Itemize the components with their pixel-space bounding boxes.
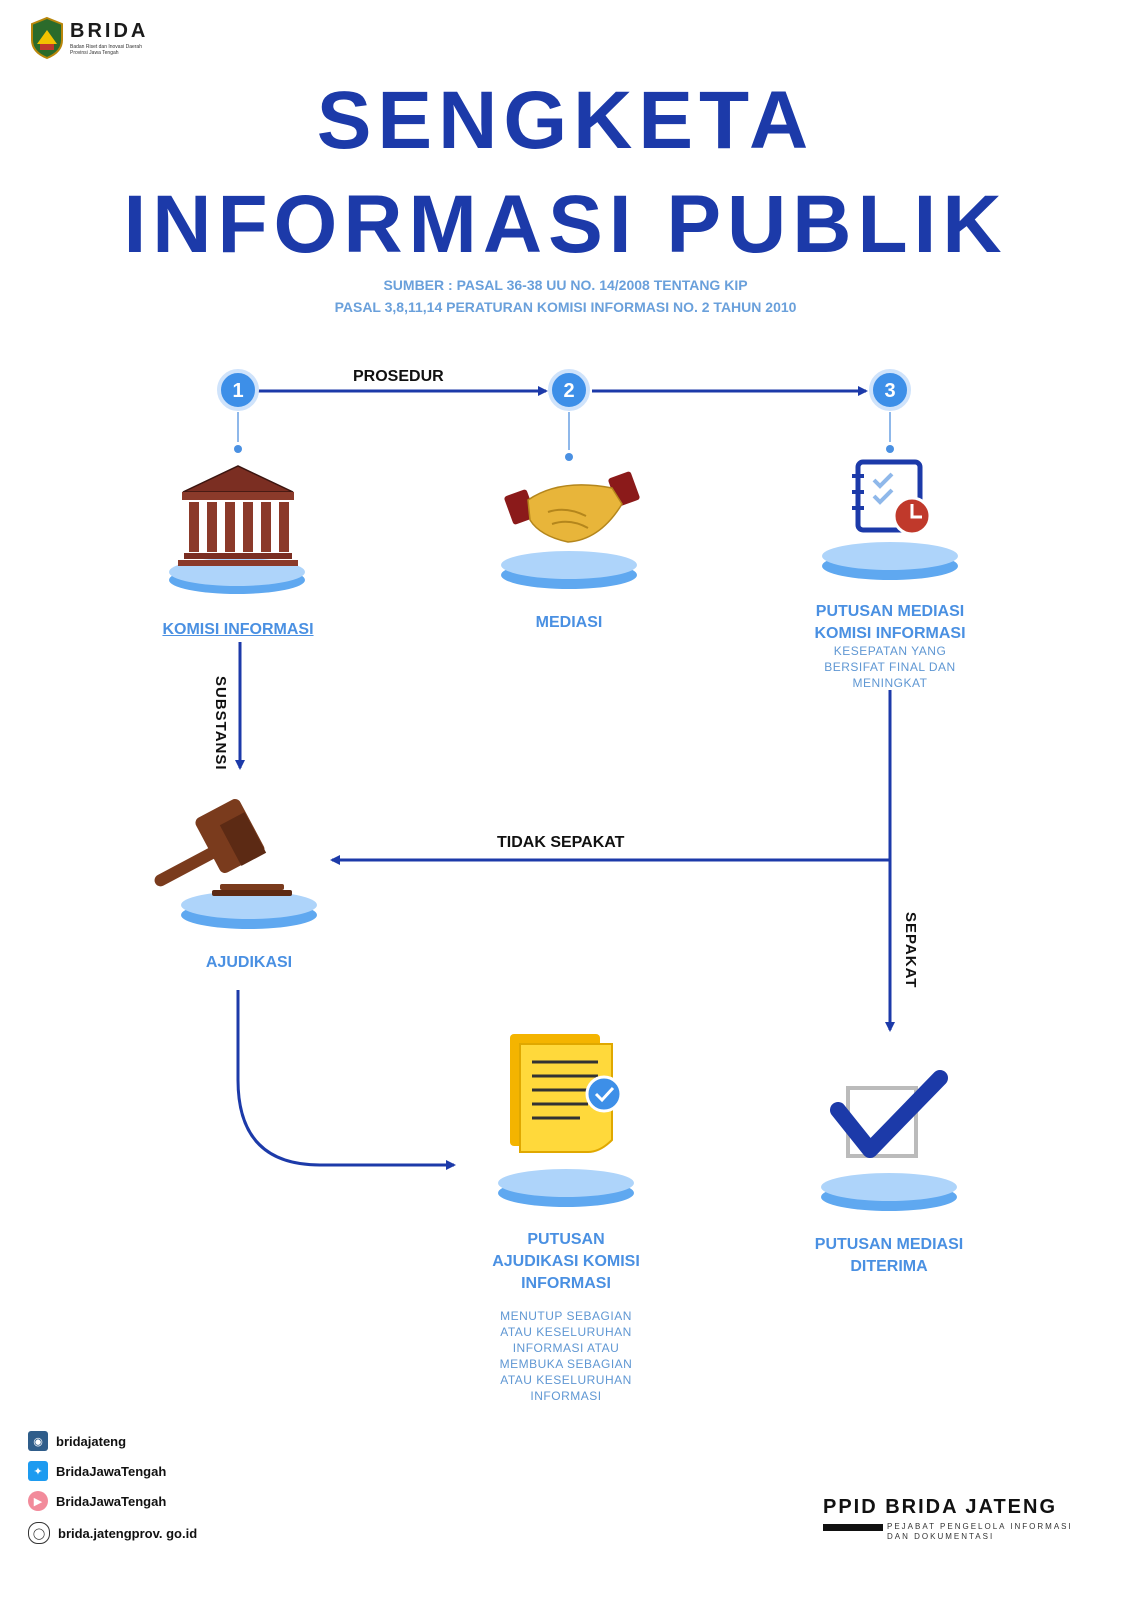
label-line: PUTUSAN xyxy=(527,1231,605,1248)
social-handle: BridaJawaTengah xyxy=(56,1493,167,1509)
node-label-putusan-ajudikasi: PUTUSAN AJUDIKASI KOMISI INFORMASI xyxy=(466,1229,666,1295)
desc-line: BERSIFAT FINAL DAN xyxy=(824,660,956,674)
desc-line: ATAU KESELURUHAN xyxy=(500,1373,632,1387)
handshake-icon xyxy=(504,471,640,543)
social-instagram[interactable]: ◉ bridajateng xyxy=(28,1430,126,1452)
social-website[interactable]: ◯ brida.jatengprov. go.id xyxy=(28,1522,197,1544)
social-youtube[interactable]: ▶ BridaJawaTengah xyxy=(28,1490,166,1512)
brida-logo: BRIDA Badan Riset dan Inovasi Daerah Pro… xyxy=(28,16,158,64)
podium-putusan-ajudikasi xyxy=(498,1169,634,1207)
step-circle-2 xyxy=(548,369,590,461)
node-label-putusan-mediasi-line2: KOMISI INFORMASI xyxy=(814,625,966,642)
edge-label-substansi: SUBSTANSI xyxy=(212,676,229,771)
step-circle-3 xyxy=(869,369,911,453)
desc-line: MENUTUP SEBAGIAN xyxy=(500,1309,632,1323)
ppid-bar xyxy=(823,1524,883,1531)
youtube-icon: ▶ xyxy=(28,1491,48,1511)
desc-line: INFORMASI xyxy=(530,1389,602,1403)
edge-label-sepakat: SEPAKAT xyxy=(902,912,919,989)
step-number-2: 2 xyxy=(563,380,575,402)
edge-label-prosedur: PROSEDUR xyxy=(353,368,444,385)
desc-line: MEMBUKA SEBAGIAN xyxy=(499,1357,633,1371)
node-label-putusan-diterima: PUTUSAN MEDIASI DITERIMA xyxy=(789,1234,989,1278)
twitter-icon: ✦ xyxy=(28,1461,48,1481)
node-label-putusan-mediasi-line1: PUTUSAN MEDIASI xyxy=(815,603,965,620)
source-line2: PASAL 3,8,11,14 PERATURAN KOMISI INFORMA… xyxy=(334,299,797,315)
logo-text: BRIDA xyxy=(70,20,149,42)
courthouse-icon xyxy=(178,465,298,566)
ppid-subtitle: PEJABAT PENGELOLA INFORMASI DAN DOKUMENT… xyxy=(887,1522,1073,1542)
social-handle: BridaJawaTengah xyxy=(56,1463,167,1479)
logo-subtitle: Badan Riset dan Inovasi Daerah Provinsi … xyxy=(70,44,142,56)
label-line: INFORMASI xyxy=(521,1275,611,1292)
podium-putusan-diterima xyxy=(821,1173,957,1211)
instagram-icon: ◉ xyxy=(28,1431,48,1451)
ppid-brand: PPID BRIDA JATENG PEJABAT PENGELOLA INFO… xyxy=(823,1496,1093,1546)
desc-line: ATAU KESELURUHAN xyxy=(500,1325,632,1339)
putusan-mediasi-description: KESEPATAN YANG BERSIFAT FINAL DAN MENING… xyxy=(800,643,980,691)
step-circle-1 xyxy=(217,369,259,453)
node-label-komisi-informasi: KOMISI INFORMASI xyxy=(162,621,314,638)
label-line: PUTUSAN MEDIASI xyxy=(814,1236,964,1253)
step-number-3: 3 xyxy=(884,380,896,402)
putusan-ajudikasi-description: MENUTUP SEBAGIAN ATAU KESELURUHAN INFORM… xyxy=(476,1308,656,1404)
gavel-icon xyxy=(154,799,292,896)
node-label-putusan-mediasi: PUTUSAN MEDIASI KOMISI INFORMASI xyxy=(790,601,990,645)
checklist-clock-icon xyxy=(852,459,932,536)
podium-mediasi xyxy=(501,551,637,589)
social-handle: bridajateng xyxy=(56,1433,127,1449)
label-line: DITERIMA xyxy=(850,1258,928,1275)
checkmark-icon xyxy=(830,1070,948,1158)
page-title-line1: SENGKETA xyxy=(316,75,815,166)
page-title-line2: INFORMASI PUBLIK xyxy=(123,179,1008,270)
step-number-1: 1 xyxy=(232,380,244,402)
social-twitter[interactable]: ✦ BridaJawaTengah xyxy=(28,1460,166,1482)
document-check-icon xyxy=(510,1034,623,1153)
desc-line: MENINGKAT xyxy=(852,676,928,690)
ppid-subtitle-line1: PEJABAT PENGELOLA INFORMASI xyxy=(887,1522,1073,1531)
source-line1: SUMBER : PASAL 36-38 UU NO. 14/2008 TENT… xyxy=(383,277,748,293)
edge-label-tidak-sepakat: TIDAK SEPAKAT xyxy=(497,834,625,851)
node-label-ajudikasi: AJUDIKASI xyxy=(205,954,293,971)
label-line: AJUDIKASI KOMISI xyxy=(492,1253,640,1270)
social-handle: brida.jatengprov. go.id xyxy=(58,1525,198,1541)
desc-line: KESEPATAN YANG xyxy=(833,644,947,658)
podium-putusan-mediasi xyxy=(822,542,958,580)
ppid-title: PPID BRIDA JATENG xyxy=(823,1496,1058,1518)
arrow-ajudikasi-to-putusan xyxy=(236,990,456,1170)
jateng-emblem-icon xyxy=(31,16,63,60)
node-label-mediasi: MEDIASI xyxy=(535,614,603,631)
desc-line: INFORMASI ATAU xyxy=(512,1341,620,1355)
globe-icon: ◯ xyxy=(28,1522,50,1544)
ppid-subtitle-line2: DAN DOKUMENTASI xyxy=(887,1532,995,1541)
podium-ajudikasi xyxy=(181,891,317,929)
